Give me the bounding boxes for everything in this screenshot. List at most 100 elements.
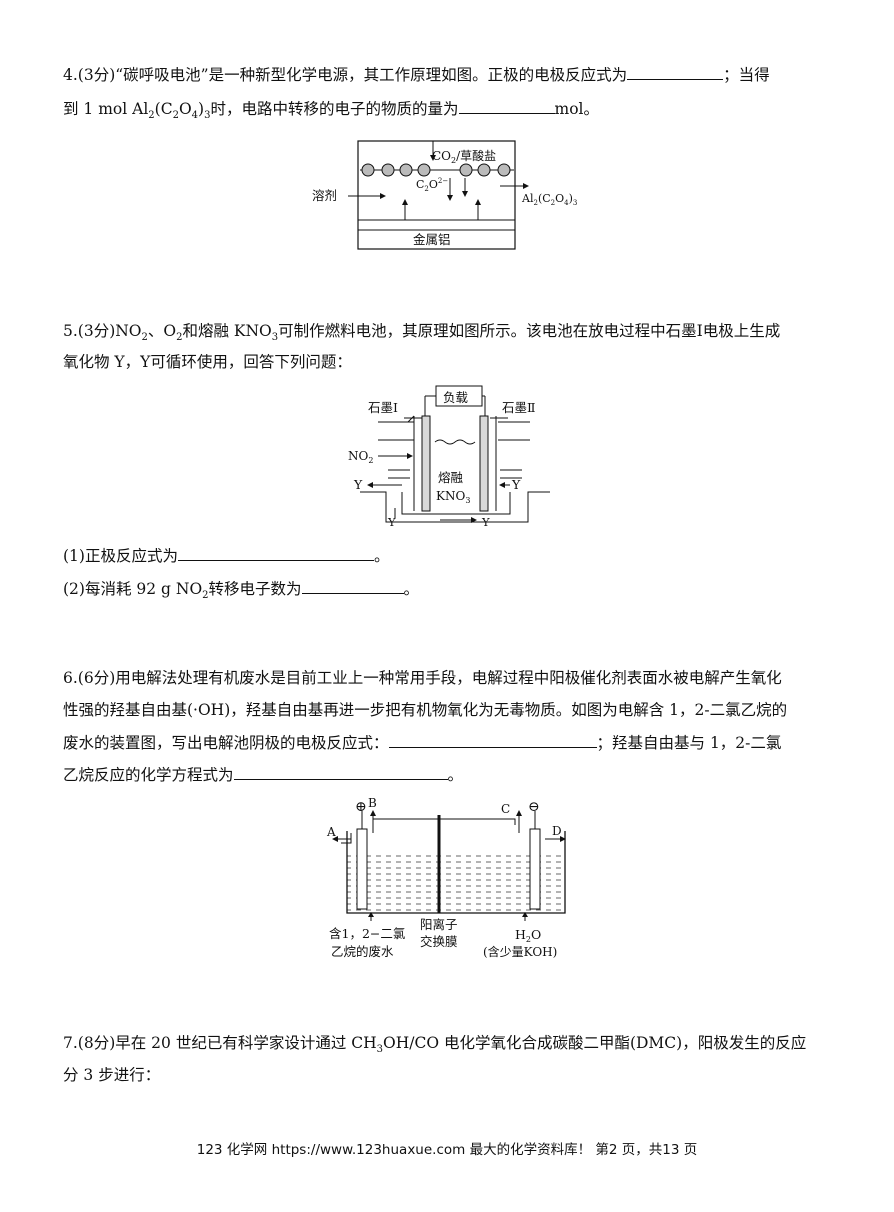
up-arrowhead-1	[402, 199, 408, 205]
y-label-left: Y	[353, 477, 363, 492]
water-label: H2O	[515, 927, 541, 944]
up-arrowhead-2	[475, 199, 481, 205]
q4-blank-1[interactable]	[627, 65, 724, 80]
q4-text-2b: (C	[154, 100, 173, 118]
top-gas-pipe	[372, 818, 516, 825]
q5-sub2-text-a: (2)每消耗 92 g NO	[63, 580, 203, 598]
q5-sub: 3	[271, 332, 279, 344]
co2-arrowhead	[430, 155, 436, 161]
inner-vessel	[401, 492, 511, 515]
q5-line-1: 5.(3分)NO2、O2和熔融 KNO3可制作燃料电池，其原理如图所示。该电池在…	[63, 321, 780, 348]
c-label: C	[501, 802, 510, 816]
q4-sub: 2	[148, 110, 155, 122]
waste-label-2: 乙烷的废水	[331, 944, 394, 959]
product-label: Al2(C2O4)3	[521, 192, 577, 207]
load-label: 负载	[443, 390, 469, 405]
no2-arrowhead	[407, 453, 413, 459]
co2-label: CO2/草酸盐	[432, 148, 496, 165]
q5-blank-2[interactable]	[301, 579, 404, 594]
waste-label-1: 含1，2−二氯	[329, 926, 406, 941]
y-arrowhead-right	[499, 482, 505, 488]
q5-blank-1[interactable]	[177, 546, 374, 561]
q5-sub1-text: (1)正极反应式为	[63, 547, 178, 565]
page-footer: 123 化学网 https://www.123huaxue.com 最大的化学资…	[196, 1142, 698, 1158]
solvent-arrowhead	[380, 193, 386, 199]
q7-text-1b: OH/CO 电化学氧化合成碳酸二甲酯(DMC)，阳极发生的反应	[383, 1034, 807, 1052]
q5-text-1a: 5.(3分)NO	[63, 322, 142, 340]
y-label-bottom-left: Y	[387, 515, 396, 529]
cathode	[529, 828, 541, 910]
aluminum-label: 金属铝	[413, 232, 451, 247]
q5-text-1b: 、O	[147, 322, 177, 340]
electrolyte-surface	[434, 439, 476, 445]
q4-sub: 2	[172, 110, 179, 122]
q7-text-2: 分 3 步进行：	[63, 1066, 161, 1084]
q6-blank-2[interactable]	[233, 765, 448, 780]
particle	[399, 163, 413, 177]
q6-line-2: 性强的羟基自由基(·OH)，羟基自由基再进一步把有机物氧化为无毒物质。如图为电解…	[63, 700, 787, 720]
q6-line-1: 6.(6分)用电解法处理有机废水是目前工业上一种常用手段，电解过程中阳极催化剂表…	[63, 668, 782, 688]
q6-text-2: 性强的羟基自由基(·OH)，羟基自由基再进一步把有机物氧化为无毒物质。如图为电解…	[63, 701, 788, 719]
q4-blank-2[interactable]	[458, 99, 555, 114]
graphite-2-label: 石墨Ⅱ	[502, 400, 536, 415]
a-arrowhead	[332, 836, 338, 842]
left-inlet	[388, 469, 410, 479]
q4-text-2c: O	[178, 100, 192, 118]
particle	[459, 163, 473, 177]
a-outlet	[341, 833, 352, 844]
minus-terminal-icon: ⊖	[528, 799, 540, 815]
q6-blank-1[interactable]	[388, 733, 597, 748]
d-arrowhead	[560, 836, 566, 842]
q4-figure: CO2/草酸盐 C2O2− 溶剂 Al2(C2O4)3 金属铝	[300, 138, 600, 253]
plus-terminal-icon: ⊕	[355, 799, 367, 815]
membrane-label-2: 交换膜	[420, 934, 458, 949]
q4-text-2f: mol。	[554, 100, 600, 118]
fuel-cell-diagram: 负载 石墨Ⅰ 石墨Ⅱ NO2 熔融 KNO3 Y Y Y	[348, 385, 550, 529]
q4-text-2d: )	[198, 100, 205, 118]
c2o4-label: C2O2−	[416, 177, 448, 193]
q5-text-2: 氧化物 Y，Y可循环使用，回答下列问题：	[63, 353, 352, 371]
pipe-corner	[407, 415, 415, 423]
q6-figure: ⊕ ⊖ B C A D 含1，2−二氯 乙烷的废水 阳离子 交换膜 H2O (含…	[325, 793, 585, 965]
graphite-1-electrode	[421, 415, 431, 512]
q6-line-3: 废水的装置图，写出电解池阴极的电极反应式： ；羟基自由基与 1，2-二氯	[63, 733, 781, 753]
q4-line-1: 4.(3分)“碳呼吸电池”是一种新型化学电源，其工作原理如图。正极的电极反应式为…	[63, 65, 770, 85]
q5-sub-2: (2)每消耗 92 g NO2转移电子数为。	[63, 579, 419, 606]
y-bottom-arrowhead	[471, 517, 477, 523]
q4-text-1a: 4.(3分)“碳呼吸电池”是一种新型化学电源，其工作原理如图。正极的电极反应式为	[63, 66, 628, 84]
particle	[361, 163, 375, 177]
membrane-label-1: 阳离子	[420, 917, 458, 932]
right-inlet	[500, 469, 522, 479]
outer-vessel	[360, 491, 550, 523]
graphite-1-label: 石墨Ⅰ	[368, 400, 398, 415]
b-arrowhead	[370, 810, 376, 816]
down-arrowhead	[447, 195, 453, 201]
b-label: B	[368, 796, 377, 810]
carbon-breathing-battery-diagram: CO2/草酸盐 C2O2− 溶剂 Al2(C2O4)3 金属铝	[312, 140, 577, 250]
water-inlet-arrowhead	[522, 912, 528, 917]
q6-text-3b: ；羟基自由基与 1，2-二氯	[596, 734, 782, 752]
no2-label: NO2	[348, 449, 373, 465]
solvent-label: 溶剂	[312, 188, 337, 203]
y-label-right: Y	[511, 477, 521, 492]
q6-text-3a: 废水的装置图，写出电解池阴极的电极反应式：	[63, 734, 389, 752]
q4-sub: 3	[204, 110, 211, 122]
tank	[346, 831, 566, 914]
q5-sub-1: (1)正极反应式为。	[63, 546, 389, 566]
c-arrowhead	[516, 810, 522, 816]
particle	[381, 163, 395, 177]
graphite-2-electrode	[479, 415, 489, 512]
q5-text-1d: 可制作燃料电池，其原理如图所示。该电池在放电过程中石墨Ⅰ电极上生成	[278, 322, 781, 340]
right-pipe	[498, 421, 530, 441]
y-label-bottom-right: Y	[481, 515, 490, 529]
anode	[356, 828, 368, 910]
q5-text-1c: 和熔融 KNO	[182, 322, 272, 340]
d-label: D	[552, 824, 562, 838]
q5-sub2-text-b: 转移电子数为	[208, 580, 302, 598]
q7-text-1a: 7.(8分)早在 20 世纪已有科学家设计通过 CH	[63, 1034, 377, 1052]
y-arrowhead-left	[367, 482, 373, 488]
product-arrowhead	[523, 183, 529, 189]
q7-line-1: 7.(8分)早在 20 世纪已有科学家设计通过 CH3OH/CO 电化学氧化合成…	[63, 1033, 806, 1060]
q5-sub: 2	[141, 332, 148, 344]
q4-text-2a: 到 1 mol Al	[63, 100, 149, 118]
